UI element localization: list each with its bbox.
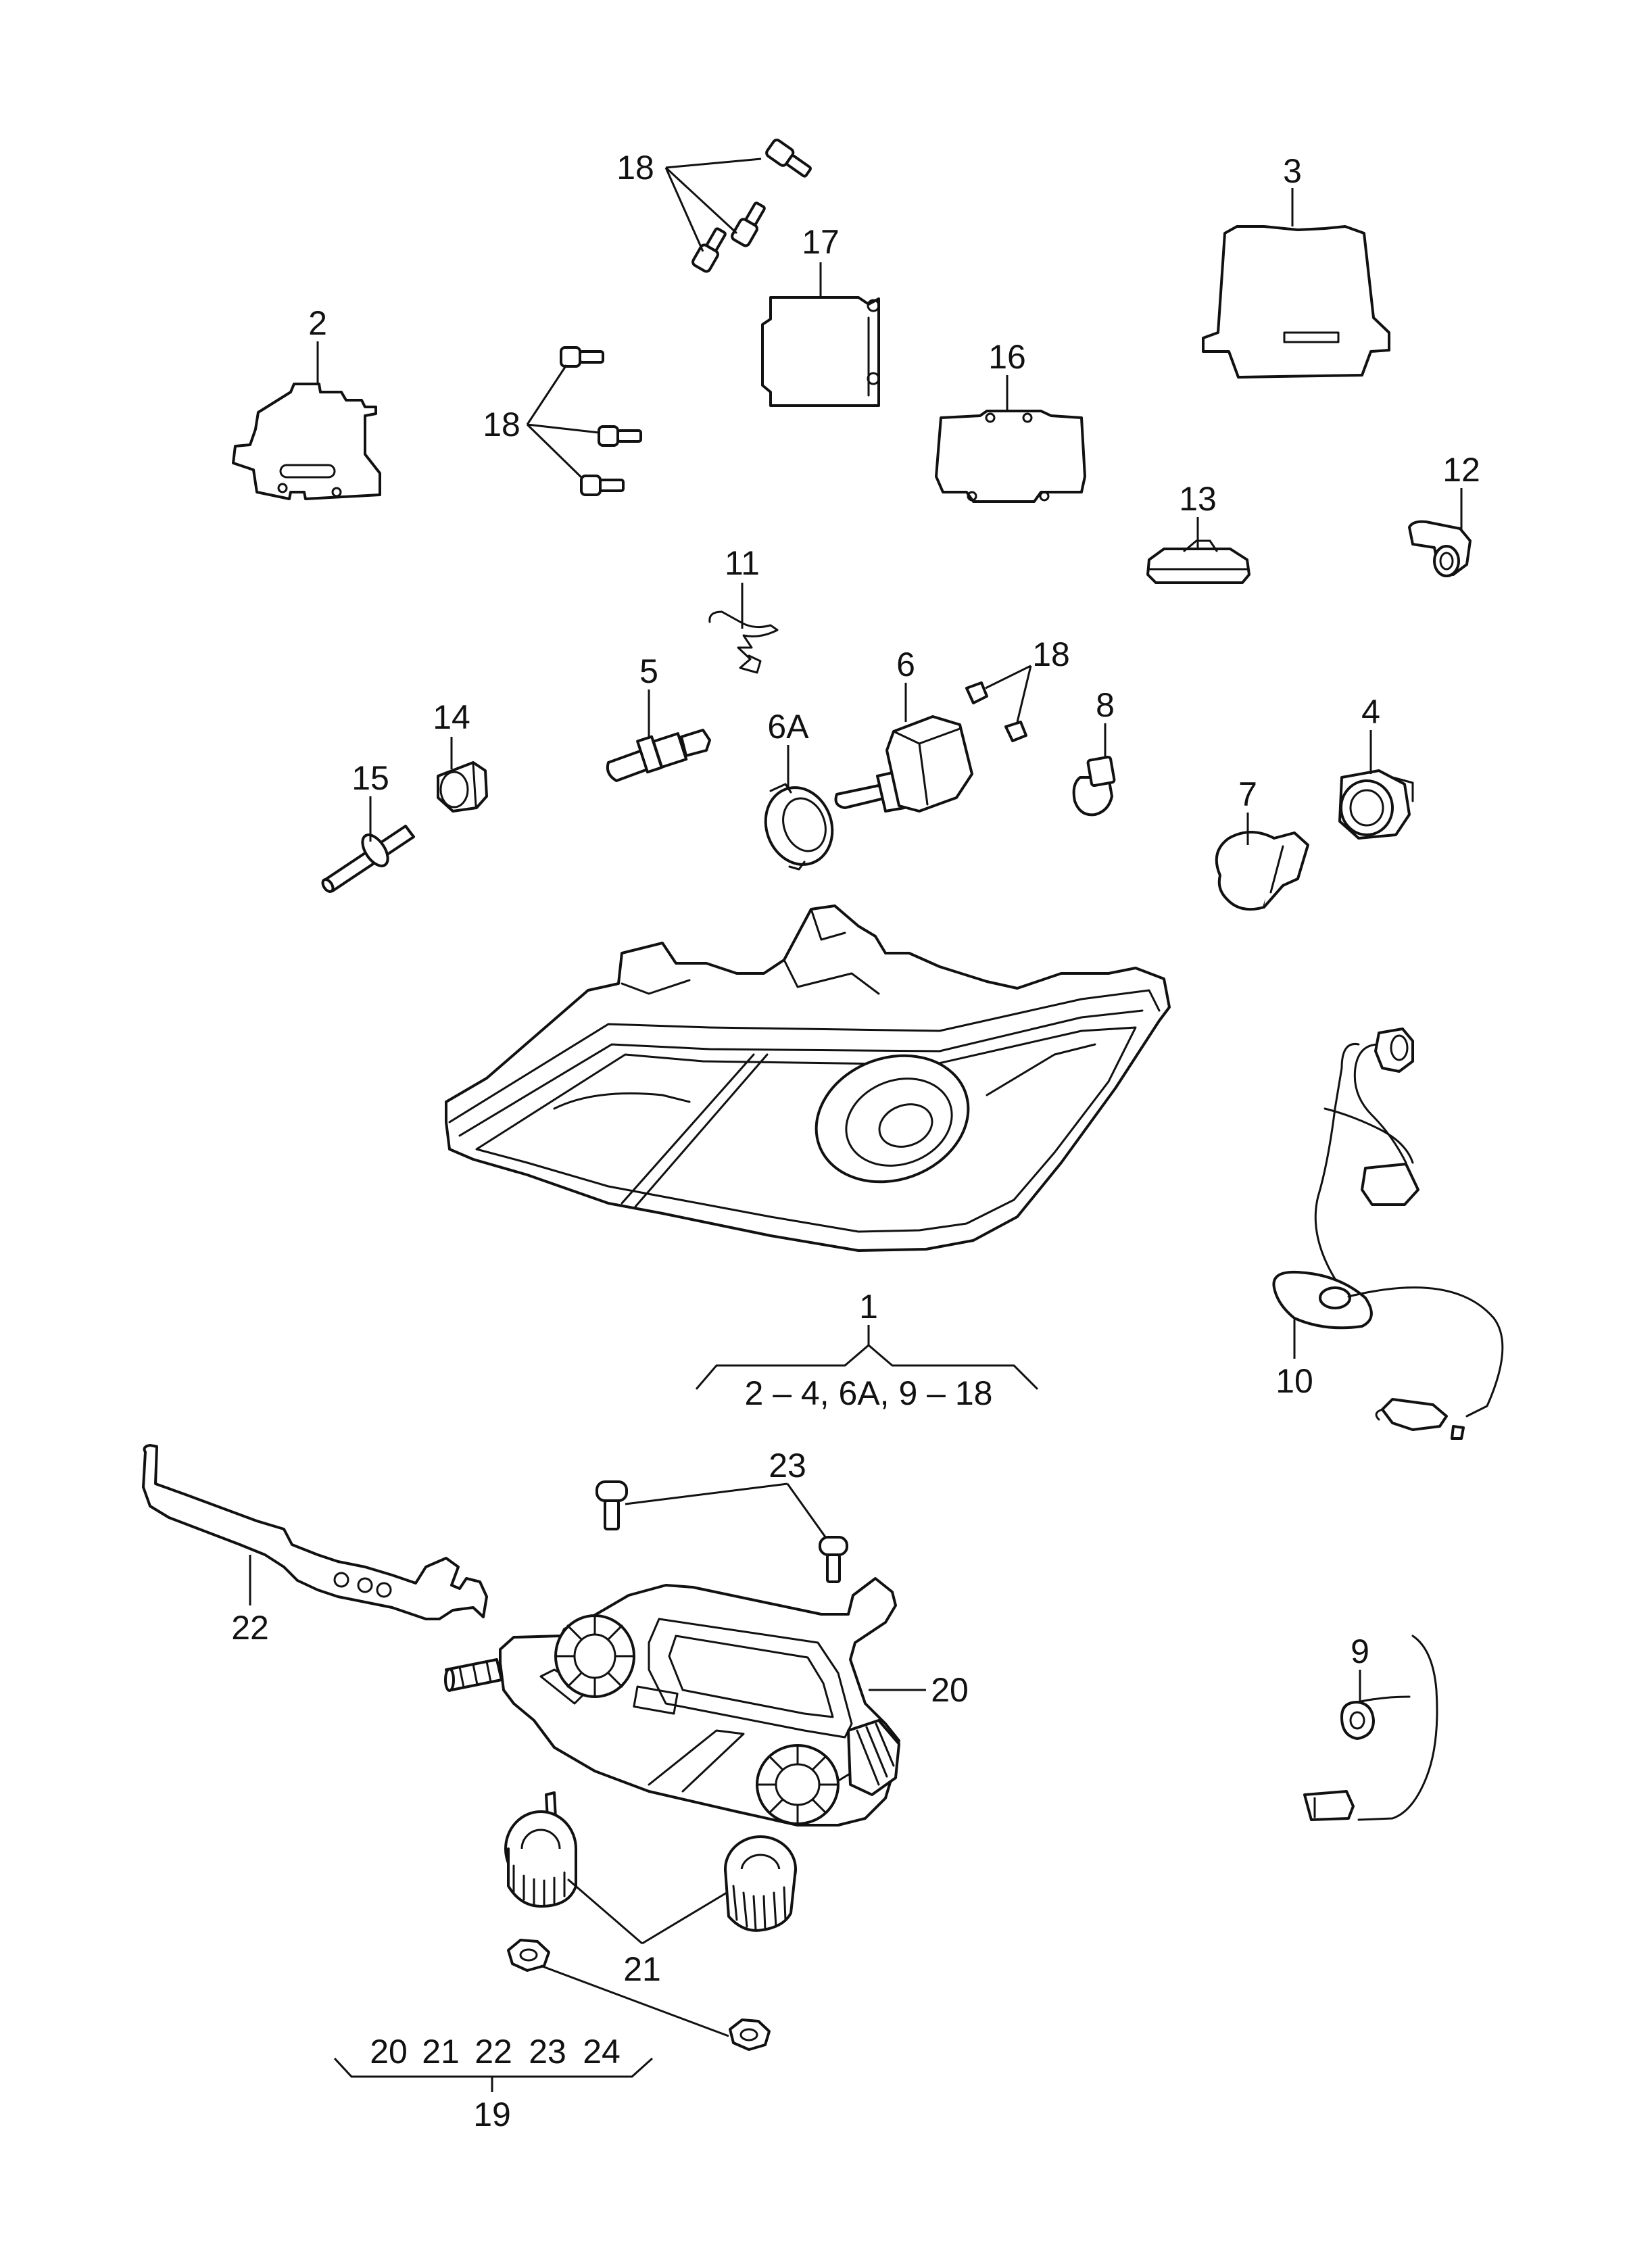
callout-18-top: 18	[616, 149, 654, 187]
callout-11: 11	[725, 544, 760, 582]
callout-13: 13	[1179, 480, 1217, 518]
part-11-spring-clip	[708, 610, 779, 674]
leader-21	[567, 1878, 727, 1945]
callout-18-mid: 18	[1032, 635, 1070, 673]
callout-1: 1	[859, 1288, 878, 1326]
part-6-xenon-bulb	[834, 715, 973, 813]
callout-12: 12	[1442, 451, 1480, 489]
part-18-screws-mid	[965, 681, 1027, 742]
callout-20: 20	[931, 1671, 969, 1709]
leader-18-top	[664, 158, 762, 252]
callout-3: 3	[1283, 152, 1302, 190]
part-6a-ring	[764, 783, 834, 871]
part-23-screws	[596, 1480, 848, 1583]
part-16-cover	[935, 410, 1086, 503]
part-14-clip	[437, 761, 488, 813]
callout-17: 17	[802, 223, 840, 261]
group-19-items: 20 21 22 23 24	[370, 2033, 621, 2071]
callout-9: 9	[1351, 1633, 1369, 1670]
group-19-item: 21	[422, 2033, 460, 2071]
callout-7: 7	[1238, 775, 1257, 813]
part-21-gears	[504, 1791, 797, 1932]
part-15-pin	[321, 825, 415, 893]
part-22-arm	[142, 1444, 488, 1620]
callout-22: 22	[231, 1609, 269, 1647]
part-2-cover	[232, 383, 381, 500]
part-4-socket	[1338, 769, 1414, 840]
group-19-item: 23	[529, 2033, 566, 2071]
callout-2: 2	[308, 304, 327, 342]
leader-18-mid	[985, 664, 1032, 723]
callout-4: 4	[1361, 693, 1380, 731]
part-7-bulb	[1215, 831, 1309, 911]
callout-6a: 6A	[767, 708, 809, 746]
group-19-item: 24	[583, 2033, 621, 2071]
callout-5: 5	[639, 652, 658, 690]
callout-16: 16	[988, 338, 1026, 376]
callout-23: 23	[769, 1447, 806, 1484]
callout-15: 15	[351, 759, 389, 797]
group-19-item: 20	[370, 2033, 408, 2071]
part-20-frame	[444, 1577, 900, 1827]
leader-23	[625, 1482, 827, 1539]
leader-24	[540, 1964, 729, 2037]
callout-14: 14	[433, 698, 470, 736]
part-12-cap	[1408, 520, 1472, 577]
part-1-headlight	[445, 904, 1171, 1252]
callout-19: 19	[473, 2096, 511, 2133]
part-8-bulb	[1072, 755, 1116, 817]
part-10-wiring-harness	[1272, 1027, 1504, 1440]
callout-1-range: 2 – 4, 6A, 9 – 18	[745, 1374, 993, 1412]
part-18-screws-left	[560, 346, 642, 496]
callout-8: 8	[1096, 686, 1115, 724]
leader-18-left	[526, 364, 600, 480]
part-18-screws-top	[691, 139, 812, 273]
part-5-bulb	[606, 729, 711, 782]
part-13-grommet	[1146, 539, 1250, 584]
part-17-bracket	[761, 296, 880, 407]
part-24-nuts	[507, 1939, 771, 2051]
bracket-1	[695, 1325, 1039, 1390]
callout-21: 21	[623, 1950, 661, 1988]
group-19-item: 22	[475, 2033, 512, 2071]
part-3-cover	[1202, 225, 1390, 379]
callout-18-left: 18	[483, 406, 520, 443]
callout-10: 10	[1276, 1362, 1313, 1400]
callout-6: 6	[896, 646, 915, 683]
part-9-sensor	[1303, 1635, 1438, 1821]
